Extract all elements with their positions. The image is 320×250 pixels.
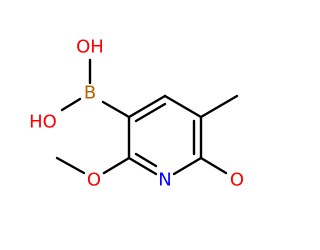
bond-c2-oxygen bbox=[102, 156, 131, 175]
bond-ring-c4-c5 bbox=[163, 94, 203, 119]
bond-c5-methyl bbox=[199, 94, 239, 119]
hydroxyl-label-left: HO bbox=[29, 112, 57, 133]
oxygen-label-right: O bbox=[230, 170, 244, 191]
nitrogen-label: N bbox=[158, 170, 171, 191]
bond-double-n-c2 bbox=[134, 152, 158, 168]
bond-ring-c3-c4 bbox=[127, 94, 167, 119]
bond-boron-oh-left bbox=[60, 97, 82, 112]
bonds bbox=[55, 58, 239, 176]
chemical-structure: OH HO B N O O bbox=[29, 37, 244, 191]
bond-ring-n-c2 bbox=[127, 156, 158, 176]
oxygen-label-left: O bbox=[87, 170, 101, 191]
bond-c6-oxygen bbox=[199, 156, 228, 175]
atom-labels: OH HO B N O O bbox=[29, 37, 244, 191]
boron-label: B bbox=[84, 83, 96, 104]
bond-c3-boron bbox=[101, 100, 131, 119]
hydroxyl-label-top: OH bbox=[76, 37, 104, 58]
bond-ring-c6-n bbox=[172, 156, 203, 176]
bond-double-c3-c4 bbox=[134, 102, 167, 123]
bond-oxygen-methyl-left bbox=[55, 156, 86, 175]
